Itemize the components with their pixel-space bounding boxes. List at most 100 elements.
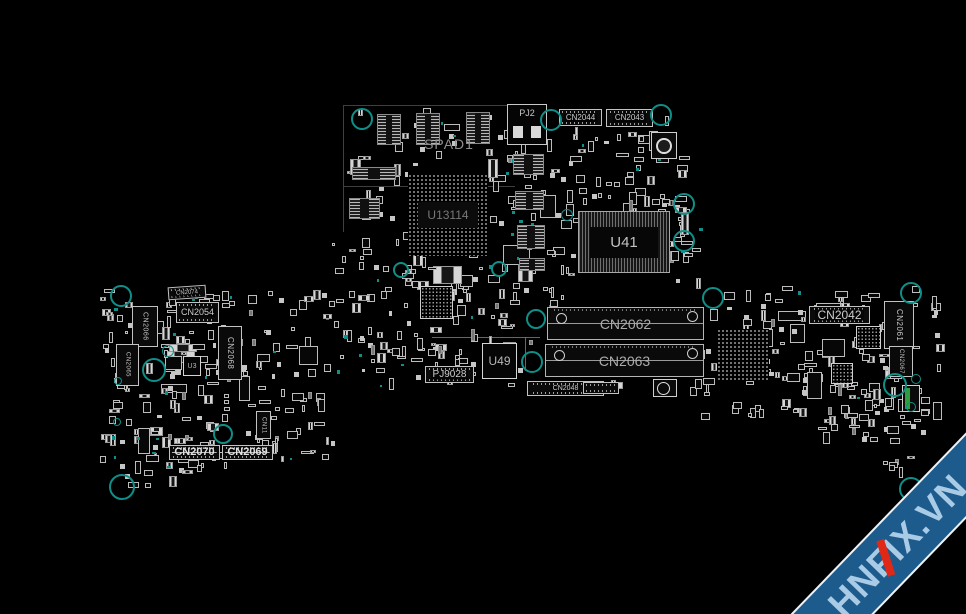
small-component[interactable] bbox=[114, 308, 118, 312]
qfn-chip[interactable] bbox=[420, 286, 453, 319]
small-component[interactable] bbox=[616, 133, 621, 141]
dimm-slot-cn2062[interactable]: CN2062 bbox=[547, 307, 704, 340]
small-component[interactable] bbox=[363, 155, 371, 161]
small-component[interactable] bbox=[432, 266, 463, 284]
small-component[interactable] bbox=[606, 182, 613, 186]
small-component[interactable] bbox=[402, 346, 406, 358]
small-component[interactable] bbox=[344, 335, 349, 339]
small-component[interactable] bbox=[258, 385, 266, 391]
small-component[interactable] bbox=[670, 250, 679, 261]
small-component[interactable] bbox=[935, 333, 941, 339]
small-component[interactable] bbox=[167, 465, 171, 468]
small-component[interactable] bbox=[490, 314, 495, 320]
small-component[interactable] bbox=[758, 409, 764, 418]
small-component[interactable] bbox=[872, 389, 881, 400]
small-component[interactable] bbox=[455, 359, 461, 367]
small-component[interactable] bbox=[270, 416, 277, 420]
small-component[interactable] bbox=[248, 295, 257, 304]
small-component[interactable] bbox=[547, 249, 555, 255]
small-component[interactable] bbox=[246, 430, 252, 436]
small-component[interactable] bbox=[473, 277, 479, 282]
small-component[interactable] bbox=[108, 408, 121, 413]
small-component[interactable] bbox=[772, 348, 779, 355]
small-component[interactable] bbox=[111, 436, 115, 440]
small-component[interactable] bbox=[936, 364, 942, 372]
small-component[interactable] bbox=[579, 188, 587, 195]
small-component[interactable] bbox=[629, 192, 638, 205]
small-component[interactable] bbox=[529, 339, 534, 346]
small-component[interactable] bbox=[493, 181, 499, 193]
small-component[interactable] bbox=[204, 376, 208, 379]
small-component[interactable] bbox=[335, 268, 344, 275]
small-component[interactable] bbox=[822, 339, 846, 358]
small-component[interactable] bbox=[510, 233, 515, 237]
small-component[interactable] bbox=[470, 328, 476, 341]
small-component[interactable] bbox=[428, 266, 438, 271]
small-component[interactable] bbox=[138, 427, 150, 455]
small-component[interactable] bbox=[449, 134, 455, 140]
small-component[interactable] bbox=[887, 426, 900, 435]
small-component[interactable] bbox=[523, 288, 529, 294]
small-component[interactable] bbox=[858, 413, 869, 422]
small-component[interactable] bbox=[507, 157, 512, 163]
small-component[interactable] bbox=[440, 122, 444, 125]
small-component[interactable] bbox=[222, 413, 228, 423]
small-component[interactable] bbox=[138, 393, 151, 398]
small-component[interactable] bbox=[204, 363, 218, 369]
striped-block[interactable] bbox=[519, 258, 545, 271]
small-component[interactable] bbox=[546, 139, 552, 152]
qfn-chip[interactable] bbox=[831, 363, 853, 384]
small-component[interactable] bbox=[198, 385, 204, 396]
small-component[interactable] bbox=[581, 143, 584, 147]
small-component[interactable] bbox=[433, 346, 439, 352]
highlighted-net-trace[interactable] bbox=[432, 337, 540, 338]
small-component[interactable] bbox=[157, 414, 163, 418]
small-component[interactable] bbox=[679, 155, 690, 160]
small-component[interactable] bbox=[487, 159, 498, 178]
small-component[interactable] bbox=[524, 184, 532, 189]
small-component[interactable] bbox=[393, 175, 401, 186]
small-component[interactable] bbox=[856, 397, 861, 400]
small-component[interactable] bbox=[339, 354, 344, 360]
small-component[interactable] bbox=[594, 137, 599, 141]
small-component[interactable] bbox=[167, 433, 173, 440]
small-component[interactable] bbox=[802, 389, 808, 395]
small-component[interactable] bbox=[150, 430, 159, 435]
small-component[interactable] bbox=[124, 388, 131, 393]
buzzer[interactable] bbox=[653, 379, 677, 397]
small-component[interactable] bbox=[275, 407, 281, 412]
small-component[interactable] bbox=[846, 413, 858, 418]
small-component[interactable] bbox=[330, 440, 335, 446]
small-component[interactable] bbox=[683, 253, 693, 258]
small-component[interactable] bbox=[569, 156, 582, 162]
small-component[interactable] bbox=[325, 437, 330, 445]
small-component[interactable] bbox=[397, 331, 402, 340]
small-component[interactable] bbox=[363, 248, 372, 256]
small-component[interactable] bbox=[385, 286, 393, 293]
small-component[interactable] bbox=[329, 300, 335, 307]
small-component[interactable] bbox=[380, 384, 383, 387]
small-component[interactable] bbox=[616, 152, 629, 158]
small-component[interactable] bbox=[404, 172, 408, 178]
small-component[interactable] bbox=[414, 332, 418, 337]
small-component[interactable] bbox=[793, 408, 798, 414]
small-component[interactable] bbox=[837, 383, 842, 396]
small-component[interactable] bbox=[317, 399, 326, 412]
small-component[interactable] bbox=[243, 370, 249, 376]
small-component[interactable] bbox=[769, 372, 774, 376]
small-component[interactable] bbox=[651, 199, 660, 206]
small-component[interactable] bbox=[560, 264, 564, 275]
small-component[interactable] bbox=[778, 311, 807, 322]
small-component[interactable] bbox=[377, 212, 383, 218]
small-component[interactable] bbox=[727, 306, 733, 310]
small-component[interactable] bbox=[334, 320, 340, 328]
small-component[interactable] bbox=[921, 429, 927, 435]
small-component[interactable] bbox=[156, 437, 159, 441]
small-component[interactable] bbox=[550, 169, 561, 174]
small-component[interactable] bbox=[792, 328, 798, 334]
small-component[interactable] bbox=[798, 364, 805, 371]
small-component[interactable] bbox=[747, 413, 753, 417]
small-component[interactable] bbox=[879, 399, 885, 404]
small-component[interactable] bbox=[377, 353, 386, 363]
small-component[interactable] bbox=[677, 169, 688, 178]
